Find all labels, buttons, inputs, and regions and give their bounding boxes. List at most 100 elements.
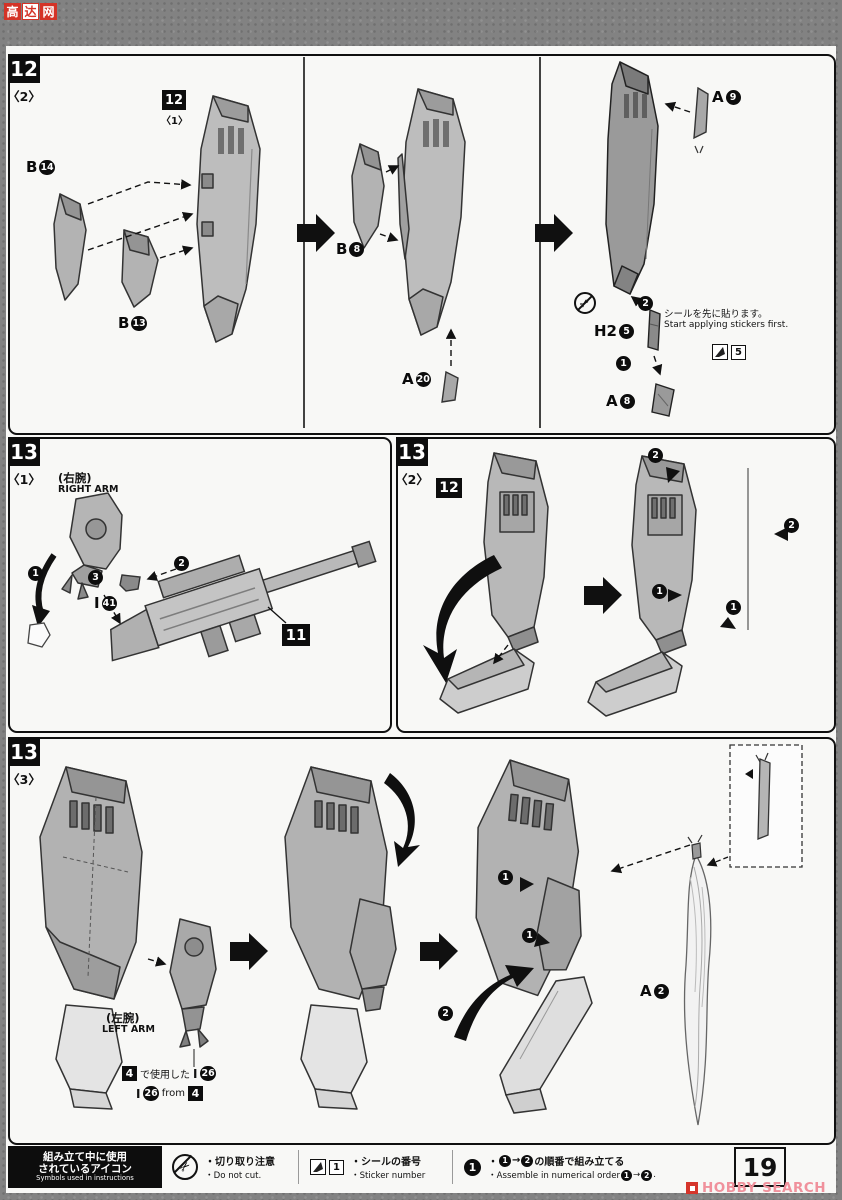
part-letter: H2	[594, 322, 617, 340]
beam-effect-part-drawing	[683, 834, 712, 1126]
order-2-inline: 2	[641, 1169, 653, 1181]
ref-step-12-1-variant: 〈1〉	[161, 116, 188, 127]
part-b14-drawing	[53, 193, 87, 301]
legend-order-jp-post: の順番で組み立てる	[534, 1157, 625, 1168]
sticker-target-part-drawing	[647, 308, 661, 351]
order-1-marker: 1	[28, 566, 43, 581]
sticker-number-box: 5	[731, 344, 746, 360]
gaoda-char-3: 网	[40, 3, 57, 20]
sticker-number-box: 1	[329, 1159, 344, 1175]
left-arm-drawing	[169, 918, 217, 1048]
part-number-circle: 8	[349, 241, 365, 257]
part-a20-drawing	[441, 370, 459, 403]
order-1-marker: 1	[498, 870, 513, 885]
next-step-arrow	[584, 577, 622, 614]
order-2-marker: 2	[784, 518, 799, 533]
left-arm-label-jp: (左腕)	[106, 1011, 140, 1025]
next-step-arrow	[230, 933, 268, 970]
legend-title-jp2: されているアイコン	[38, 1163, 132, 1176]
part-letter: B	[26, 158, 38, 176]
legend-order-en-pre: ・Assemble in numerical order	[488, 1171, 621, 1181]
do-not-cut-icon: ✂	[574, 292, 596, 314]
ref-step-12-1-badge: 12	[162, 90, 186, 110]
sprue-cut-marks	[755, 752, 769, 763]
order-2-marker: 2	[438, 1006, 453, 1021]
legend-sticker-jp: ・シールの番号	[351, 1157, 421, 1168]
step-13-2-illustration	[423, 452, 788, 717]
part-letter: I	[136, 1086, 141, 1101]
panel-step-12-2	[8, 54, 836, 435]
part-number-circle: 8	[619, 393, 635, 409]
rotate-arrow	[384, 773, 420, 867]
part-number-circle: 20	[415, 371, 431, 387]
order-2-marker: 2	[638, 296, 653, 311]
order-1-marker: 1	[726, 600, 741, 615]
sticker-applicator-icon	[712, 344, 728, 360]
next-step-arrow	[420, 933, 458, 970]
sticker-note-en: Start applying stickers first.	[664, 320, 789, 330]
part-letter: I	[94, 594, 100, 612]
order-arrow-glyph: →	[633, 1170, 641, 1180]
leg-extended-drawing	[499, 976, 593, 1096]
step-12-2-variant: 〈2〉	[7, 89, 41, 104]
side-armor-drawing	[196, 95, 261, 343]
part-letter: A	[712, 88, 724, 106]
part-number-circle: 26	[200, 1066, 216, 1081]
part-letter: A	[640, 982, 652, 1000]
legend-title-jp1: 組み立て中に使用	[43, 1151, 127, 1164]
order-1-inline: 1	[499, 1154, 511, 1167]
legend-order-jp-pre: ・	[488, 1157, 498, 1168]
next-step-arrow	[297, 214, 335, 252]
legend-sticker-en: ・Sticker number	[351, 1171, 426, 1181]
order-1-marker: 1	[522, 928, 537, 943]
part-number-circle: 41	[101, 595, 117, 611]
step-12-2-illustration	[53, 57, 709, 428]
gaoda-char-2: 达	[22, 3, 39, 20]
step-13-1-illustration	[27, 492, 377, 662]
left-arm-label-en: LEFT ARM	[102, 1024, 155, 1035]
sticker-note-jp: シールを先に貼ります。	[664, 309, 768, 320]
step-13-2-variant: 〈2〉	[395, 472, 429, 487]
assembly-11-badge: 11	[282, 624, 310, 646]
leg-state2-drawing	[587, 455, 749, 717]
side-armor-assembled-drawing	[397, 88, 466, 336]
reuse-text-jp: で使用した	[140, 1070, 190, 1081]
part-a9-drawing	[693, 86, 709, 140]
side-armor-complete-drawing	[605, 61, 659, 295]
part-number-circle: 9	[725, 89, 741, 105]
hobby-search-text: HOBBY SEARCH	[702, 1180, 827, 1196]
legend-title-en: Symbols used in instructions	[36, 1174, 134, 1183]
part-number-circle: 26	[143, 1086, 159, 1101]
order-1-marker: 1	[616, 356, 631, 371]
fold-rotate-arrow	[423, 555, 502, 683]
fold-rotate-arrow	[454, 965, 534, 1041]
ref-assembly-12-badge: 12	[436, 478, 462, 498]
panel-step-13-1	[8, 437, 392, 733]
legend-order-en-post: .	[653, 1170, 656, 1180]
rotate-arrow	[35, 553, 57, 614]
hobby-search-logo-icon	[686, 1182, 698, 1194]
step-13-3-variant: 〈3〉	[7, 772, 41, 787]
step-4-badge: 4	[187, 1086, 203, 1101]
reuse-note-en: I 26 from 4	[136, 1086, 203, 1101]
reuse-from-text: from	[161, 1088, 185, 1099]
binder-stage2-drawing	[284, 766, 397, 1110]
page-number: 19	[734, 1147, 786, 1187]
part-b8-drawing	[351, 143, 385, 249]
leg-state1-drawing	[439, 452, 549, 714]
right-arm-drawing	[61, 492, 123, 600]
sprue-cut-marks	[694, 145, 704, 154]
part-b13-drawing	[121, 229, 159, 308]
step-13-3-illustration	[39, 744, 803, 1126]
reuse-note-jp: 4 で使用した I 26	[122, 1066, 216, 1081]
legend-divider	[298, 1150, 299, 1184]
next-step-arrow	[535, 214, 573, 252]
